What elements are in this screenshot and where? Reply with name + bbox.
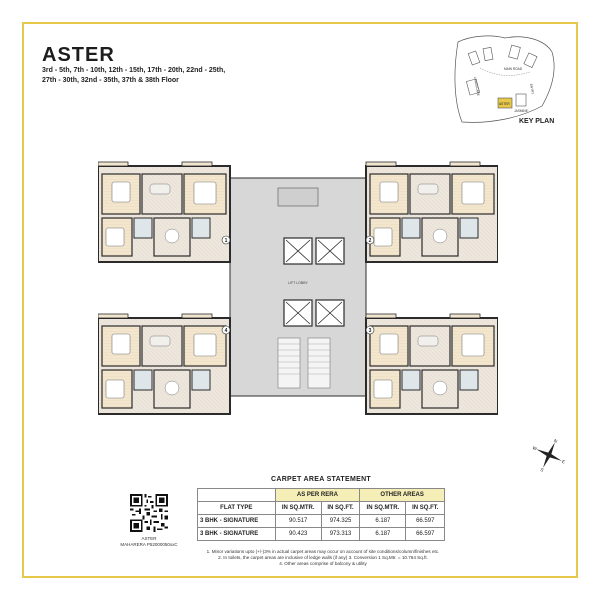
- carpet-area-table: AS PER RERA OTHER AREAS FLAT TYPE IN SQ.…: [197, 488, 445, 541]
- unit-4: [98, 313, 231, 415]
- key-plan-tag-main-road: MAIN ROAD: [504, 67, 523, 71]
- table-row: 3 BHK - SIGNATURE 90.423 973.313 6.187 6…: [197, 527, 445, 541]
- key-plan-label: KEY PLAN: [519, 118, 555, 125]
- table-cell: 973.313: [320, 527, 361, 541]
- group-header-rera: AS PER RERA: [274, 488, 361, 502]
- footnote-1: 1. Minor variations upto (+/-)3% in actu…: [206, 549, 440, 554]
- table-cell: 3 BHK - SIGNATURE: [197, 527, 276, 541]
- unit-number-4: 4: [225, 328, 228, 334]
- key-plan-tag-jasmine: JASMINE: [514, 109, 528, 113]
- key-plan-tag-entry: ENTRY: [529, 83, 535, 95]
- compass-e: E: [561, 459, 566, 465]
- compass-s: S: [540, 467, 545, 472]
- table-cell: 66.597: [405, 514, 445, 528]
- key-plan-tag-aster: ASTER: [499, 102, 510, 106]
- floor-list: 3rd - 5th, 7th - 10th, 12th - 15th, 17th…: [42, 66, 252, 86]
- unit-3: [365, 313, 498, 415]
- table-cell-empty: [197, 488, 276, 502]
- unit-1: [98, 161, 231, 263]
- qr-caption: ASTER MAHARERA P52000050xxC: [118, 536, 180, 548]
- floor-list-line-2: 27th - 30th, 32nd - 35th, 37th & 38th Fl…: [42, 77, 179, 84]
- lift-lobby-label: LIFT LOBBY: [288, 281, 308, 285]
- table-cell: 6.187: [359, 527, 407, 541]
- compass-w: W: [532, 445, 538, 452]
- carpet-area-title: CARPET AREA STATEMENT: [270, 476, 372, 483]
- col-header-rera-sqmtr: IN SQ.MTR.: [274, 501, 322, 515]
- compass-icon: N S E W: [532, 438, 566, 472]
- col-header-other-sqmtr: IN SQ.MTR.: [359, 501, 407, 515]
- col-header-other-sqft: IN SQ.FT.: [405, 501, 445, 515]
- table-cell: 3 BHK - SIGNATURE: [197, 514, 276, 528]
- unit-number-3: 3: [369, 328, 372, 334]
- table-row: 3 BHK - SIGNATURE 90.517 974.325 6.187 6…: [197, 514, 445, 528]
- unit-2: [365, 161, 498, 263]
- group-header-other: OTHER AREAS: [359, 488, 445, 502]
- footnotes: 1. Minor variations upto (+/-)3% in actu…: [198, 549, 448, 567]
- table-row: AS PER RERA OTHER AREAS: [197, 488, 445, 502]
- page-title: ASTER: [42, 44, 115, 66]
- table-row: FLAT TYPE IN SQ.MTR. IN SQ.FT. IN SQ.MTR…: [197, 501, 445, 515]
- table-cell: 90.517: [274, 514, 322, 528]
- qr-code-icon: [130, 494, 168, 532]
- table-cell: 6.187: [359, 514, 407, 528]
- unit-number-2: 2: [369, 238, 372, 244]
- floor-plan: LIFT LOBBY 1 2 3 4: [98, 161, 498, 415]
- qr-caption-rera: MAHARERA P52000050xxC: [120, 542, 178, 547]
- compass-n: N: [553, 438, 558, 444]
- table-cell: 66.597: [405, 527, 445, 541]
- key-plan-tag-landscape: LANDSCAPE: [473, 76, 480, 96]
- footnote-3: 4. Other areas comprise of balcony & uti…: [279, 561, 367, 566]
- col-header-flat-type: FLAT TYPE: [197, 501, 276, 515]
- qr-caption-title: ASTER: [141, 536, 157, 541]
- col-header-rera-sqft: IN SQ.FT.: [320, 501, 361, 515]
- floor-list-line-1: 3rd - 5th, 7th - 10th, 12th - 15th, 17th…: [42, 67, 226, 74]
- table-cell: 974.325: [320, 514, 361, 528]
- unit-number-1: 1: [225, 238, 228, 244]
- footnote-2: 2. In toilets, the carpet areas are incl…: [218, 555, 428, 560]
- key-plan-diagram: LANDSCAPE MAIN ROAD ENTRY ASTER JASMINE: [454, 35, 555, 123]
- table-cell: 90.423: [274, 527, 322, 541]
